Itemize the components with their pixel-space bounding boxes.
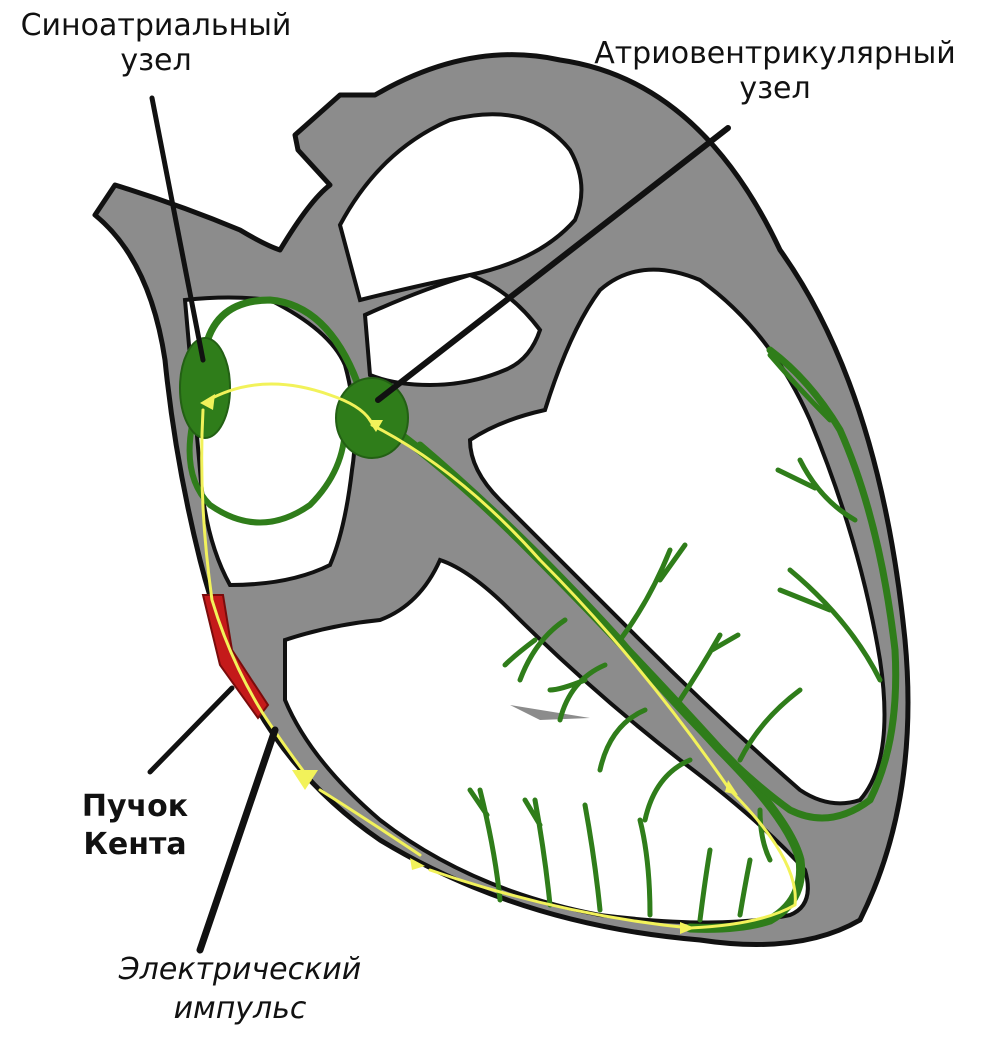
sinoatrial-node-label: Синоатриальный узел: [0, 8, 312, 79]
atrioventricular-node-label: Атриовентрикулярный узел: [565, 36, 982, 107]
kent-label-line1: Пучок: [60, 788, 210, 826]
kent-label-line2: Кента: [60, 826, 210, 864]
kent-bundle-label: Пучок Кента: [60, 788, 210, 863]
sinoatrial-node: [180, 338, 230, 438]
impulse-label-line1: Электрический: [80, 950, 400, 989]
atrioventricular-label-line1: Атриовентрикулярный: [565, 36, 982, 71]
pointer-impulse: [200, 730, 275, 950]
sinoatrial-label-line1: Синоатриальный: [0, 8, 312, 43]
electric-impulse-label: Электрический импульс: [80, 950, 400, 1028]
atrioventricular-node: [336, 378, 408, 458]
impulse-label-line2: импульс: [80, 989, 400, 1028]
pointer-kent-bundle: [150, 688, 232, 772]
atrioventricular-label-line2: узел: [565, 71, 982, 106]
sinoatrial-label-line2: узел: [0, 43, 312, 78]
